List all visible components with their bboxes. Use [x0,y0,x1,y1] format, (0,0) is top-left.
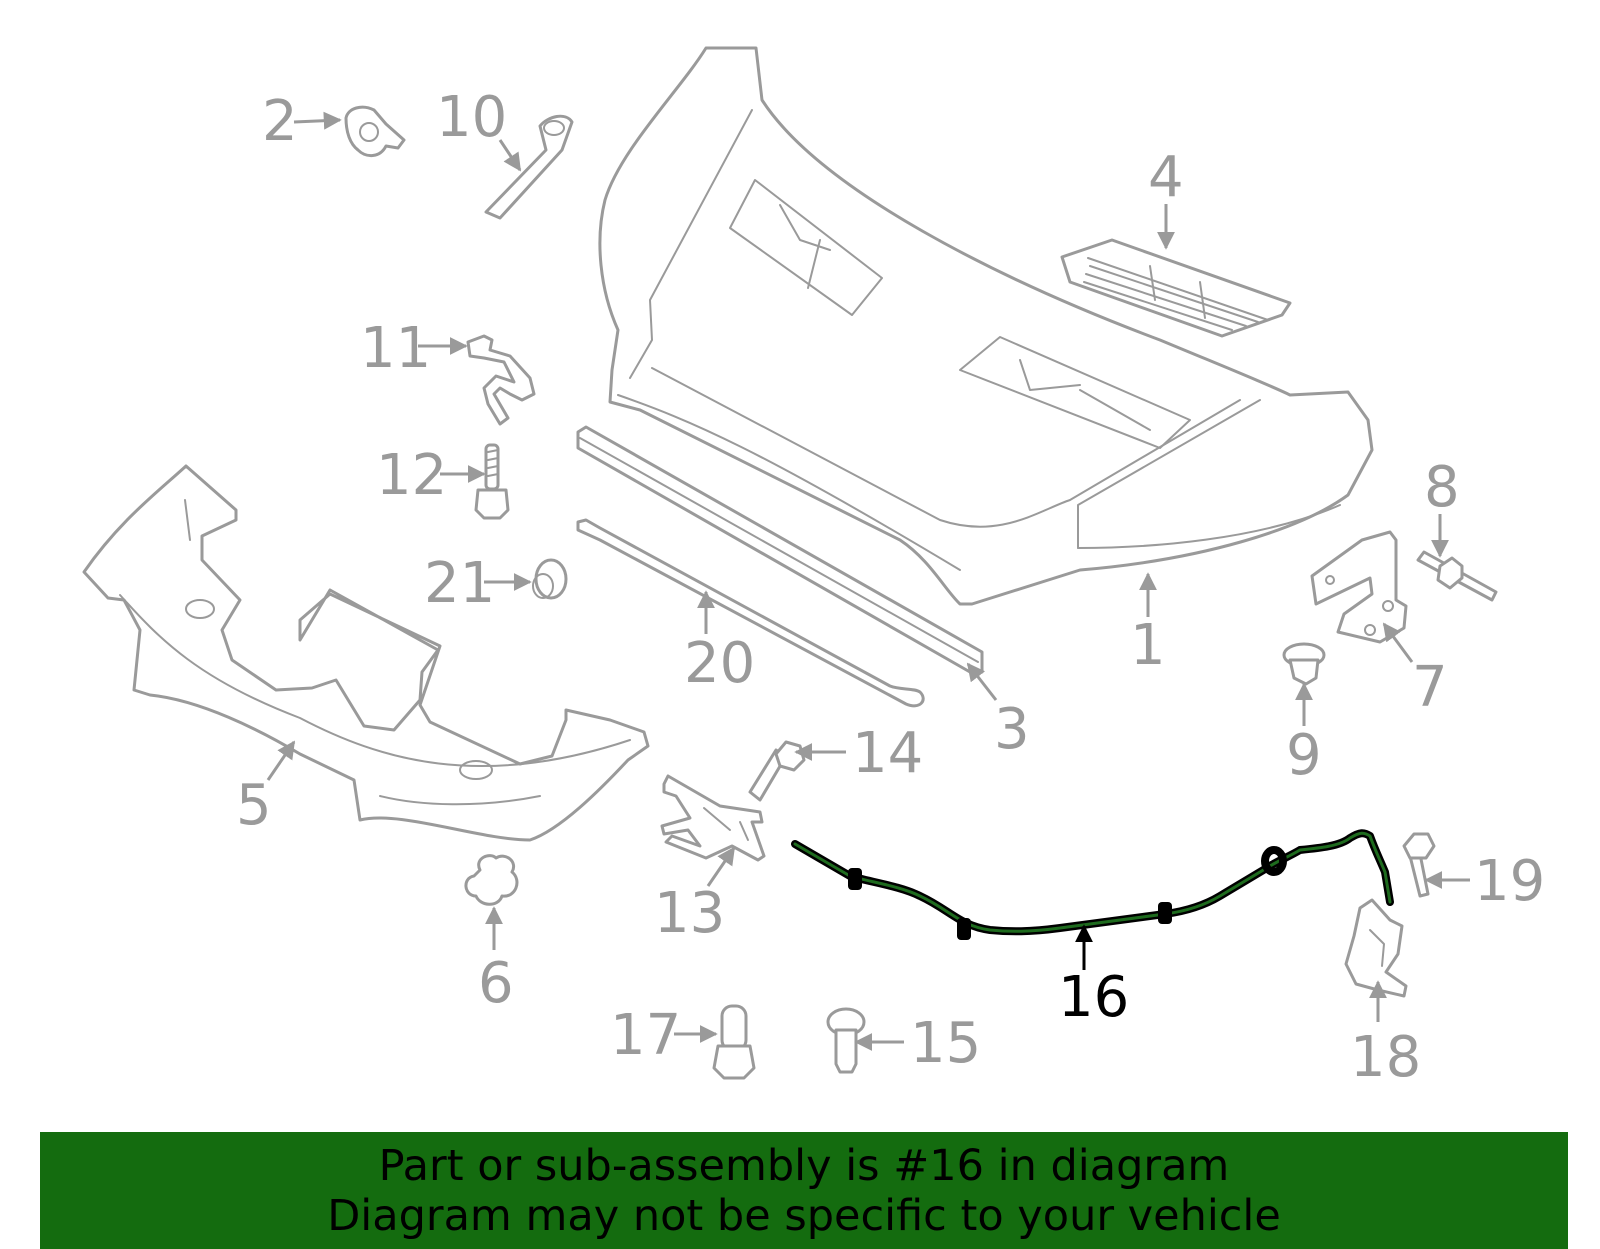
part-15-pin [826,1007,866,1074]
callout-5: 5 [236,773,272,838]
banner-line-disclaimer: Diagram may not be specific to your vehi… [327,1190,1281,1241]
part-10-bracket [484,114,574,220]
part-11-harness [466,334,536,426]
part-20-rod [576,518,925,708]
callout-6: 6 [478,951,514,1016]
notice-banner: Part or sub-assembly is #16 in diagram D… [40,1132,1568,1249]
part-6-plug [464,854,519,906]
callout-13: 13 [654,881,725,946]
callout-15: 15 [910,1011,981,1076]
part-21-grommet [532,558,568,600]
callout-1: 1 [1130,613,1166,678]
part-16-release-cable [791,829,1394,940]
part-19-bolt [1402,832,1436,898]
callout-labels: 2 10 4 11 12 21 1 20 3 8 7 9 5 14 13 6 1… [236,85,1545,1090]
part-17-pin [712,1004,756,1080]
leader-lines [266,111,1470,1051]
callout-16: 16 [1058,965,1129,1030]
part-12-bolt [474,443,510,520]
part-18-bracket [1344,898,1408,998]
callout-7: 7 [1412,655,1448,720]
callout-8: 8 [1424,455,1460,520]
callout-3: 3 [994,697,1030,762]
part-2-clip [344,105,406,157]
callout-20: 20 [684,631,755,696]
callout-17: 17 [610,1003,681,1068]
callout-9: 9 [1286,723,1322,788]
callout-11: 11 [360,316,431,381]
callout-10: 10 [436,85,507,150]
part-4-vent [1060,238,1292,338]
part-13-latch [660,774,766,862]
part-14-bolt [748,740,806,802]
part-1-hood [598,46,1374,606]
callout-12: 12 [376,443,447,508]
callout-19: 19 [1474,849,1545,914]
callout-14: 14 [852,721,923,786]
callout-21: 21 [424,551,495,616]
part-5-shield [82,464,650,842]
banner-line-part: Part or sub-assembly is #16 in diagram [378,1140,1230,1191]
part-9-nut [1282,642,1326,686]
callout-18: 18 [1350,1025,1421,1090]
callout-2: 2 [262,89,298,154]
part-7-hinge [1310,530,1408,644]
callout-4: 4 [1148,145,1184,210]
part-8-stud [1416,550,1498,602]
